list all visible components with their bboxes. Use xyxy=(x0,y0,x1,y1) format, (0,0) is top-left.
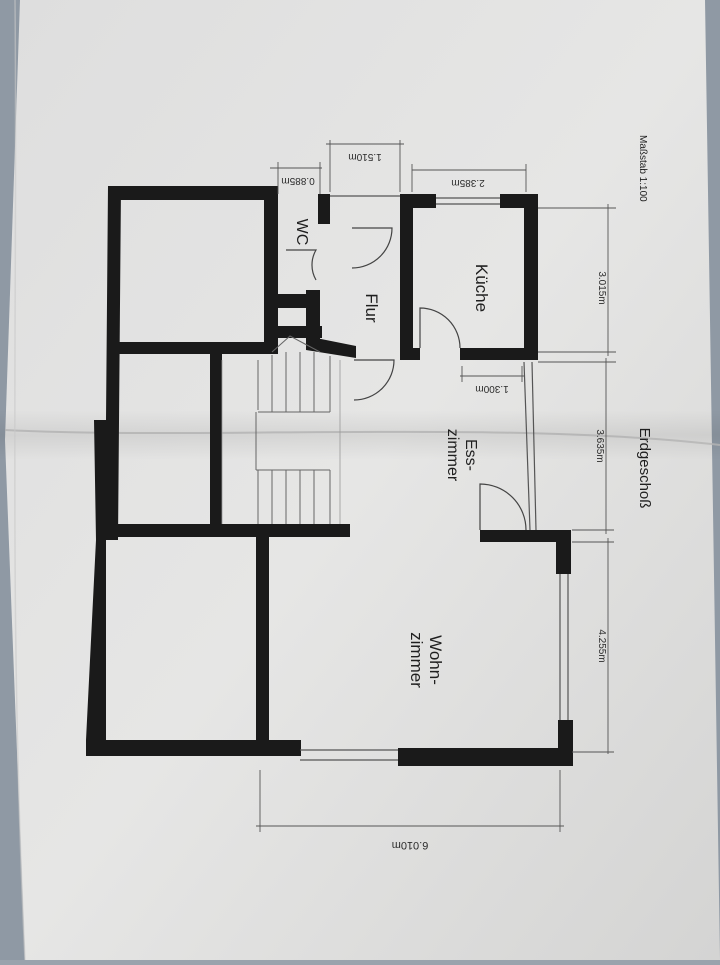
dim-kueche-width: 2.385m xyxy=(451,177,484,188)
paper-sheet xyxy=(5,0,720,960)
room-label-ess-line1: Ess- xyxy=(462,439,479,471)
dim-ess-depth: 3.635m xyxy=(594,429,605,462)
paper-fold-shadow xyxy=(0,410,720,460)
room-label-ess-line2: zimmer xyxy=(444,429,461,482)
dim-flur-width: 1.510m xyxy=(348,151,381,162)
dim-kueche-depth: 3.015m xyxy=(596,271,607,304)
staircase xyxy=(255,335,331,524)
room-label-flur: Flur xyxy=(362,293,381,323)
paper-edge xyxy=(14,0,26,961)
room-label-wc: WC xyxy=(293,219,310,246)
dim-total-width: 6.010m xyxy=(392,839,429,851)
walls xyxy=(86,186,573,766)
dim-wc-width: 0.885m xyxy=(281,175,314,186)
dim-door-width: 1.300m xyxy=(475,383,508,394)
room-label-wohn-line2: zimmer xyxy=(407,632,426,688)
windows xyxy=(300,195,569,761)
interior-lines xyxy=(221,360,341,524)
floor-label: Erdgeschoß xyxy=(636,428,653,509)
room-label-wohn-line1: Wohn- xyxy=(426,635,445,685)
dim-wohn-depth: 4.255m xyxy=(596,629,607,662)
dimension-lines xyxy=(256,140,616,832)
room-label-kueche: Küche xyxy=(472,264,491,312)
door-swings xyxy=(286,227,527,531)
scale-label: Maßstab 1:100 xyxy=(637,135,648,202)
